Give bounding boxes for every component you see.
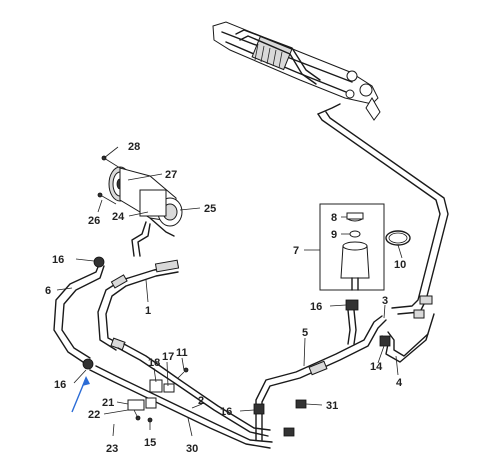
callout-6: 6: [45, 285, 51, 297]
callout-3: 3: [382, 295, 388, 307]
lower-lines: [89, 343, 273, 449]
hoses-left: [53, 256, 180, 370]
callout-1: 1: [145, 305, 151, 317]
callout-7: 7: [293, 245, 299, 257]
callout-4: 4: [396, 377, 403, 389]
rack-lines: [317, 103, 449, 315]
callout-23: 23: [106, 443, 118, 455]
callout-16-top: 16: [52, 254, 64, 266]
callout-28: 28: [128, 141, 140, 153]
callout-11: 11: [176, 347, 188, 359]
callout-21: 21: [102, 397, 114, 409]
callout-17: 17: [162, 351, 174, 363]
callout-25: 25: [204, 203, 216, 215]
clamp-part-10: [385, 230, 411, 246]
callout-16-left: 16: [54, 379, 66, 391]
callout-30: 30: [186, 443, 198, 455]
leader-lines: [56, 146, 403, 437]
callout-24: 24: [112, 211, 125, 223]
callout-10: 10: [394, 259, 406, 271]
callout-18: 18: [148, 357, 160, 369]
callout-31: 31: [326, 400, 338, 412]
highlight-arrow: [71, 376, 90, 413]
callout-27: 27: [165, 169, 177, 181]
callout-9: 9: [331, 229, 337, 241]
callout-16-right: 16: [310, 301, 322, 313]
callout-15: 15: [144, 437, 156, 449]
callout-2: 2: [198, 395, 204, 407]
reservoir-box: [304, 203, 385, 291]
callout-8: 8: [331, 212, 337, 224]
callout-labels: 28 27 26 24 25 16 6 1 16 18 17 11 21 22 …: [45, 141, 406, 455]
steering-rack: [212, 21, 381, 121]
callout-14: 14: [370, 361, 383, 373]
callout-5: 5: [302, 327, 308, 339]
hose-5: [253, 295, 435, 441]
callout-26: 26: [88, 215, 100, 227]
callout-16-bottom: 16: [220, 406, 232, 418]
callout-22: 22: [88, 409, 100, 421]
